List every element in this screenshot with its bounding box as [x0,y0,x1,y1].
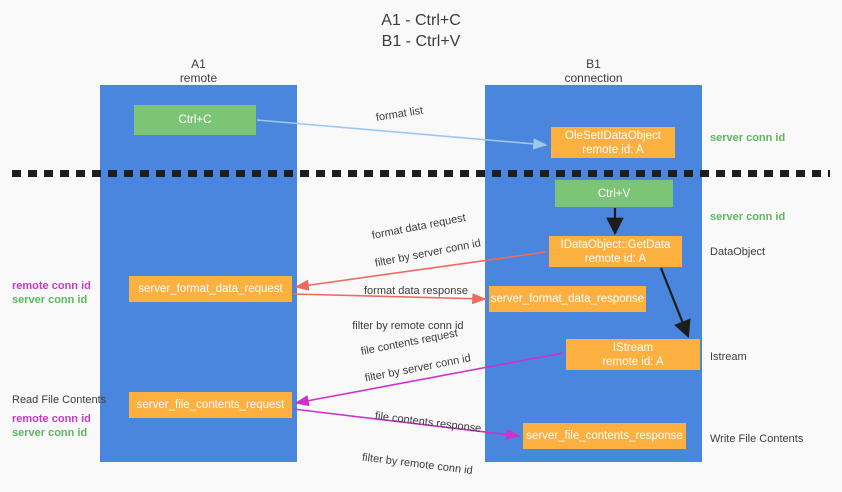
diagram-title: A1 - Ctrl+C B1 - Ctrl+V [381,12,461,50]
label-filter-by-remote-conn-id-fdres: filter by remote conn id [340,305,464,347]
filter-by-text: filter by [361,451,402,469]
label-data-object: DataObject [710,246,766,258]
server-conn-id-text: server conn id [401,352,472,378]
filter-by-text: filter by [373,250,414,270]
label-group-conn-ids-lower: remote conn id server conn id [12,412,91,440]
server-conn-id-text: server conn id [411,237,482,263]
column-header-b1: B1 connection [564,57,623,85]
label-read-file-contents: Read File Contents [12,394,107,406]
label-istream: Istream [710,351,747,363]
label-group-conn-ids-upper: remote conn id server conn id [12,279,91,307]
label-server-conn-id: server conn id [12,294,88,306]
remote-conn-id-text: remote conn id [399,456,474,478]
label-format-list: format list [375,104,425,124]
box-ctrl-v[interactable]: Ctrl+V [555,180,673,207]
box-idataobject-getdata[interactable]: IDataObject::GetData remote id: A [549,236,682,267]
box-ole-set-idataobject[interactable]: OleSetIDataObject remote id: A [551,127,675,158]
label-remote-conn-id: remote conn id [12,280,91,292]
filter-by-text: filter by [352,320,391,332]
label-filter-by-remote-conn-id-fcres: filter by remote conn id [347,435,475,492]
box-istream[interactable]: IStream remote id: A [566,339,700,370]
label-server-conn-id: server conn id [12,427,88,439]
label-server-conn-id-mid: server conn id [710,211,786,223]
box-server-file-contents-request[interactable]: server_file_contents_request [129,392,292,418]
box-ctrl-c[interactable]: Ctrl+C [134,105,256,135]
label-write-file-contents: Write File Contents [710,433,804,445]
label-remote-conn-id: remote conn id [12,413,91,425]
filter-by-text: filter by [363,365,404,385]
remote-conn-id-text: remote conn id [390,320,464,332]
box-server-file-contents-response[interactable]: server_file_contents_response [523,423,686,449]
process-divider-line [12,170,830,177]
label-format-data-response: format data response [364,285,468,297]
box-server-format-data-request[interactable]: server_format_data_request [129,276,292,302]
label-file-contents-response: file contents response [374,410,482,435]
column-header-a1: A1 remote [179,57,218,85]
box-server-format-data-response[interactable]: server_format_data_response [489,286,646,312]
label-server-conn-id-top: server conn id [710,132,786,144]
